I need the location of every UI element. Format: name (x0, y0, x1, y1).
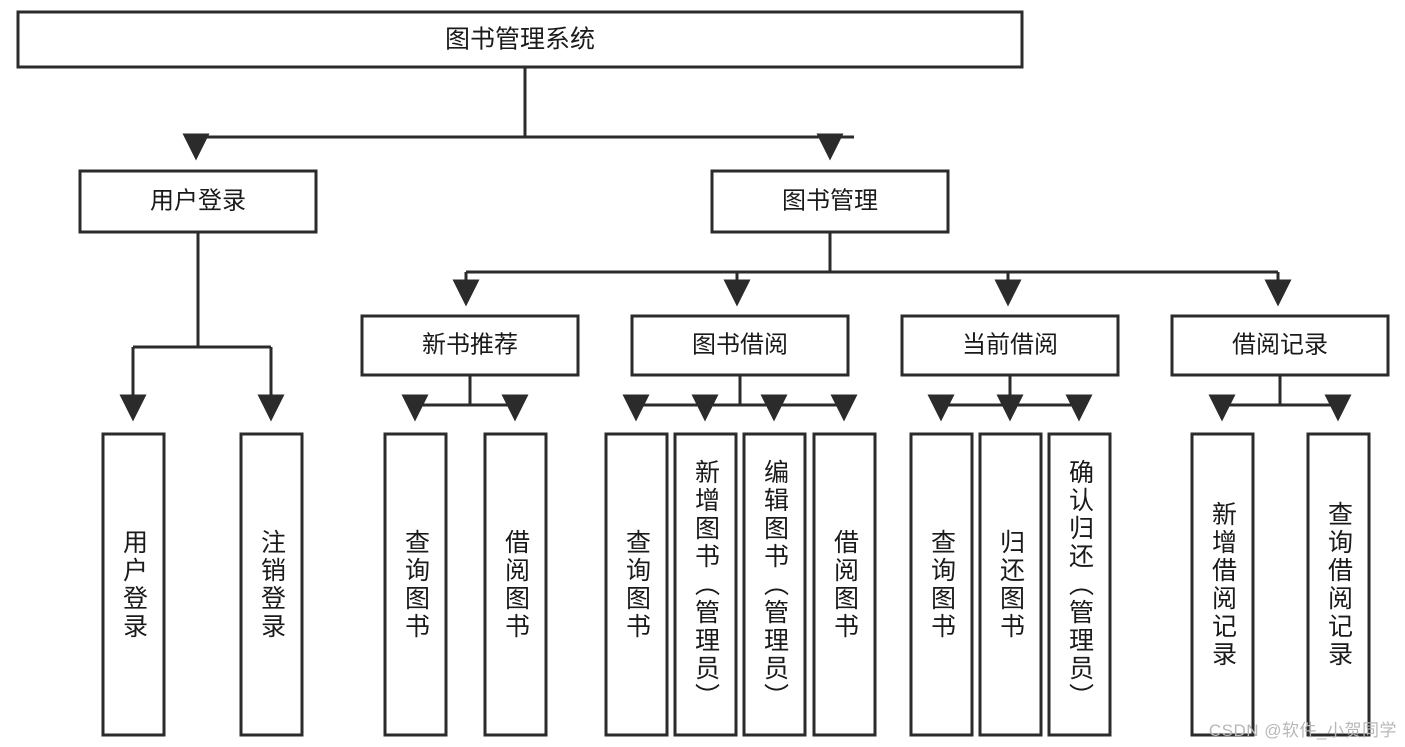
node-new-book-recommend-box[interactable] (360, 314, 580, 377)
node-user-login[interactable]: 用户登录 (78, 169, 318, 234)
edges-user-login-to-leaves (119, 232, 285, 422)
node-current-borrow-box[interactable] (900, 314, 1120, 377)
edges-new-book-recommend-to-leaves (401, 375, 529, 422)
node-root-label: 图书管理系统 (445, 26, 595, 54)
node-borrow-record[interactable]: 借阅记录 (1170, 314, 1390, 377)
leaf-boxes (101, 432, 1371, 737)
node-new-book-recommend[interactable]: 新书推荐 (360, 314, 580, 377)
edges-root-to-level2 (182, 67, 854, 161)
node-book-borrow[interactable]: 图书借阅 (630, 314, 850, 377)
node-borrow-record-box[interactable] (1170, 314, 1390, 377)
watermark-text: CSDN @软件_小贺同学 (1208, 721, 1397, 740)
leaf-box-add-borrow-record[interactable] (1190, 432, 1255, 737)
leaf-box-confirm-return-admin[interactable] (1047, 432, 1112, 737)
leaf-box-add-book-admin[interactable] (673, 432, 738, 737)
node-book-management-label: 图书管理 (782, 187, 878, 214)
edges-current-borrow-to-leaves (927, 375, 1093, 422)
edges-borrow-record-to-leaves (1208, 375, 1352, 422)
edges-book-borrow-to-leaves (622, 375, 858, 422)
node-borrow-record-label: 借阅记录 (1232, 331, 1328, 358)
node-book-management[interactable]: 图书管理 (710, 169, 950, 234)
leaf-box-query-book-1[interactable] (383, 432, 448, 737)
leaf-box-query-book-3[interactable] (909, 432, 974, 737)
node-root-box[interactable] (16, 10, 1024, 69)
node-current-borrow[interactable]: 当前借阅 (900, 314, 1120, 377)
leaf-box-query-borrow-record[interactable] (1306, 432, 1371, 737)
node-book-management-box[interactable] (710, 169, 950, 234)
node-user-login-label: 用户登录 (150, 187, 246, 214)
leaf-box-edit-book-admin[interactable] (742, 432, 807, 737)
node-new-book-recommend-label: 新书推荐 (422, 331, 518, 358)
leaf-box-user-login[interactable] (101, 432, 166, 737)
leaf-box-logout[interactable] (239, 432, 304, 737)
leaf-box-borrow-book-2[interactable] (812, 432, 877, 737)
leaf-box-borrow-book-1[interactable] (483, 432, 548, 737)
node-book-borrow-box[interactable] (630, 314, 850, 377)
edges-book-mgmt-to-level3 (452, 232, 1292, 307)
leaf-box-return-book[interactable] (978, 432, 1043, 737)
leaf-box-query-book-2[interactable] (604, 432, 669, 737)
node-book-borrow-label: 图书借阅 (692, 331, 788, 358)
node-root[interactable]: 图书管理系统 (16, 10, 1024, 69)
node-current-borrow-label: 当前借阅 (962, 331, 1058, 358)
